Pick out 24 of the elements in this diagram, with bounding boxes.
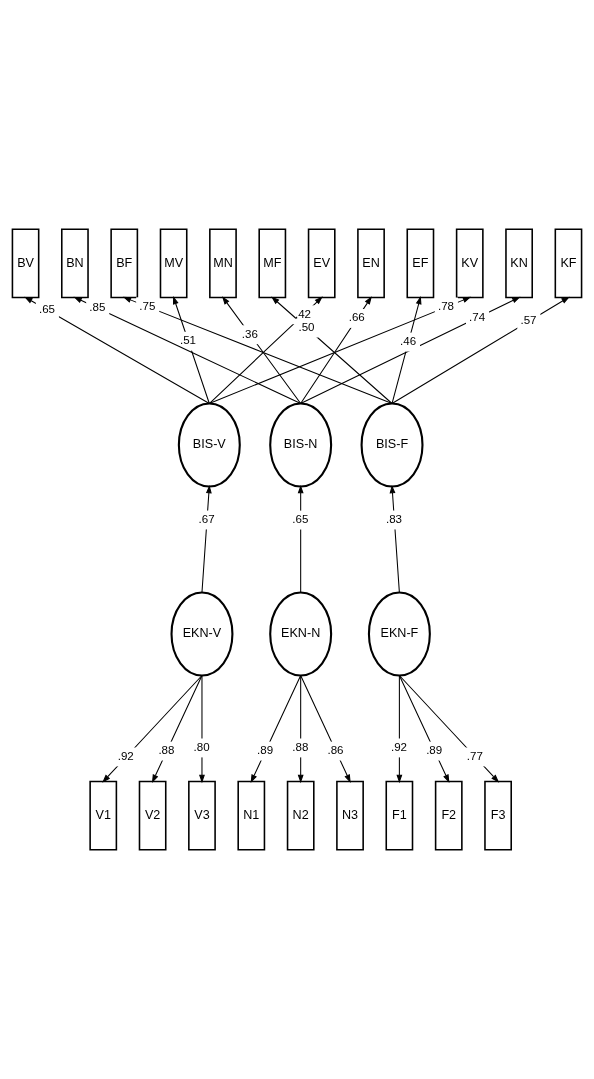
edge-label: .67 (198, 512, 215, 525)
edge-label: .51 (179, 334, 197, 347)
edge-label: .89 (426, 744, 443, 757)
edge-label: .92 (117, 749, 134, 762)
edge-label: .83 (385, 512, 403, 525)
edge-label: .85 (89, 301, 106, 314)
edge-label: .80 (193, 740, 210, 753)
edge-label: .36 (241, 327, 258, 340)
edge-label: .50 (298, 321, 315, 334)
edge-label: .57 (520, 314, 537, 327)
edge-label: .74 (469, 310, 486, 323)
edge-label: .66 (348, 311, 365, 324)
edge-label: .46 (400, 335, 417, 348)
edge-label: .42 (294, 307, 312, 320)
edge-label: .65 (292, 513, 309, 526)
edge-label: .75 (139, 299, 156, 312)
edge-label: .88 (158, 744, 175, 757)
edge-label: .65 (38, 303, 56, 315)
edge-label: .88 (292, 740, 309, 753)
edge-label: .89 (257, 744, 274, 757)
edge-label: .86 (327, 744, 344, 757)
edge-label: .78 (437, 299, 455, 312)
edge-label: .92 (390, 740, 408, 753)
edge-label: .77 (466, 749, 483, 762)
